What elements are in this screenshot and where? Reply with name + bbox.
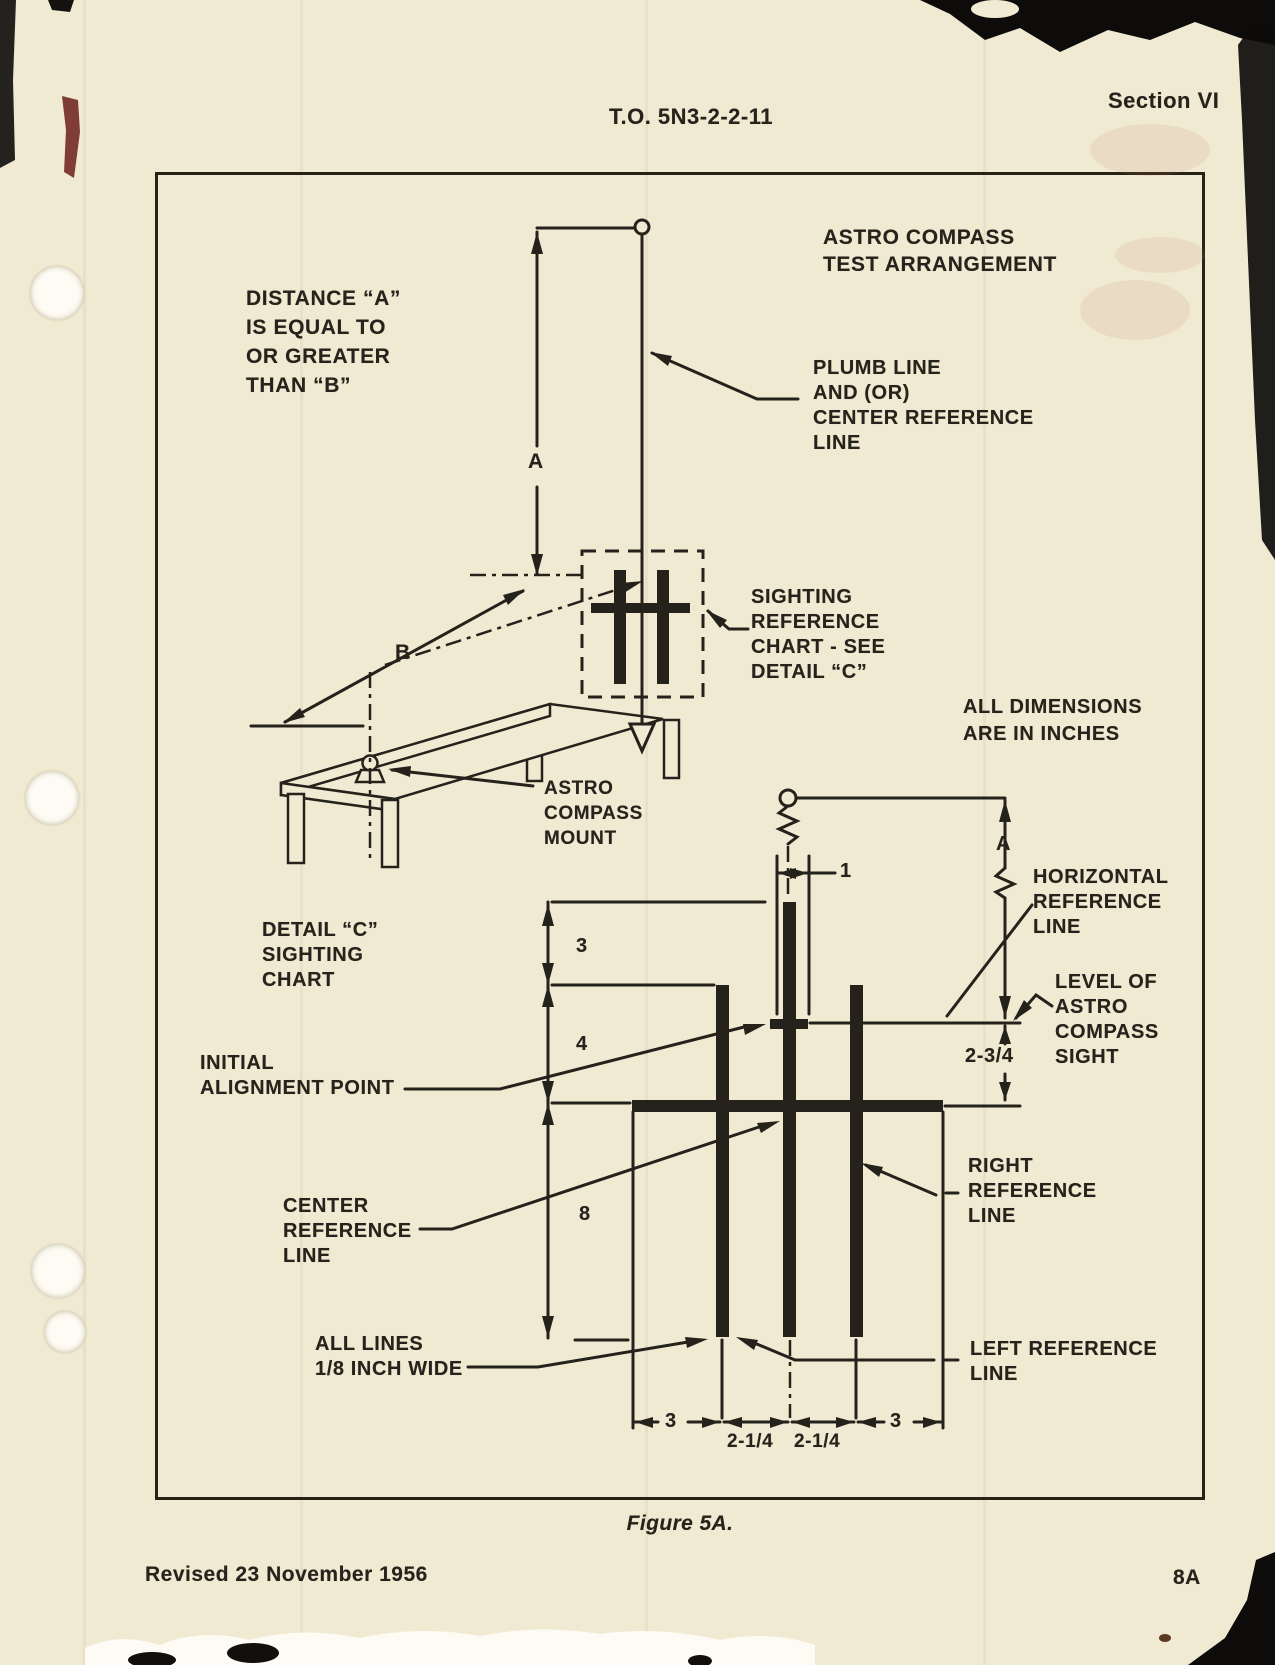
center-reference-label: CENTER REFERENCE LINE bbox=[283, 1195, 412, 1267]
level-of-sight-label: LEVEL OF ASTRO COMPASS SIGHT bbox=[1055, 971, 1159, 1068]
punch-hole bbox=[30, 266, 84, 320]
break-zigzag bbox=[992, 866, 1018, 900]
astro-compass-mount-label: ASTRO COMPASS MOUNT bbox=[544, 778, 643, 849]
break-zigzag bbox=[775, 804, 801, 846]
all-lines-label: ALL LINES 1/8 INCH WIDE bbox=[315, 1333, 463, 1380]
initial-alignment-label: INITIAL ALIGNMENT POINT bbox=[200, 1052, 395, 1099]
torn-edge-bottom bbox=[85, 1552, 1275, 1665]
table-leg bbox=[286, 792, 306, 865]
left-reference-bar bbox=[716, 985, 729, 1337]
torn-edge-top-left bbox=[0, 0, 80, 178]
dim-tab-width: 1 bbox=[840, 860, 852, 882]
sight-line bbox=[384, 584, 629, 667]
dim-four: 4 bbox=[576, 1033, 588, 1055]
figure-border bbox=[155, 172, 1205, 1500]
punch-hole bbox=[31, 1244, 85, 1298]
detail-c-label: DETAIL “C” SIGHTING CHART bbox=[262, 919, 379, 991]
left-reference-label: LEFT REFERENCE LINE bbox=[970, 1338, 1158, 1385]
center-reference-bar bbox=[783, 902, 796, 1337]
paper-crease bbox=[83, 0, 86, 1665]
all-dimensions-label: ALL DIMENSIONS ARE IN INCHES bbox=[963, 696, 1143, 745]
test-table bbox=[279, 702, 681, 869]
dim-sight-offset: 2-3/4 bbox=[965, 1045, 1014, 1067]
punch-hole bbox=[25, 771, 79, 825]
torn-edge-top-right bbox=[920, 0, 1275, 560]
horizontal-reference-label: HORIZONTAL REFERENCE LINE bbox=[1033, 866, 1169, 938]
table-leg bbox=[662, 718, 681, 780]
dim-bottom-left: 3 bbox=[665, 1410, 677, 1432]
dim-b: B bbox=[395, 641, 411, 664]
plumb-bob bbox=[627, 722, 657, 755]
revision-date: Revised 23 November 1956 bbox=[145, 1563, 428, 1586]
paper-crease bbox=[983, 0, 986, 1665]
dim-bottom-right: 3 bbox=[890, 1410, 902, 1432]
page-title: T.O. 5N3-2-2-11 bbox=[608, 104, 773, 129]
right-reference-bar bbox=[850, 985, 863, 1337]
table-leg bbox=[380, 798, 400, 869]
dim-three-top: 3 bbox=[576, 935, 588, 957]
horizontal-bar bbox=[632, 1100, 943, 1112]
dim-a-upper: A bbox=[528, 450, 544, 473]
test-arrangement-label: ASTRO COMPASS TEST ARRANGEMENT bbox=[823, 226, 1057, 276]
dim-eight: 8 bbox=[579, 1203, 591, 1225]
red-tear-mark bbox=[62, 96, 80, 178]
page-number: 8A bbox=[1173, 1566, 1201, 1589]
sighting-reference-label: SIGHTING REFERENCE CHART - SEE DETAIL “C… bbox=[751, 586, 886, 683]
right-reference-label: RIGHT REFERENCE LINE bbox=[968, 1155, 1097, 1227]
distance-note-label: DISTANCE “A” IS EQUAL TO OR GREATER THAN… bbox=[246, 287, 401, 397]
ink-bleed bbox=[1080, 124, 1210, 340]
dim-bottom-mid-left: 2-1/4 bbox=[727, 1431, 774, 1452]
dim-bottom-mid-right: 2-1/4 bbox=[794, 1431, 841, 1452]
plumb-line-label: PLUMB LINE AND (OR) CENTER REFERENCE LIN… bbox=[813, 357, 1034, 454]
dim-a-detail: A bbox=[996, 833, 1012, 855]
paper-crease bbox=[645, 0, 648, 1665]
punch-hole bbox=[44, 1311, 86, 1353]
figure-caption: Figure 5A. bbox=[626, 1512, 734, 1535]
section-heading: Section VI bbox=[1108, 88, 1220, 113]
sighting-chart-outline bbox=[580, 549, 705, 699]
dimension-lines bbox=[249, 218, 1054, 1430]
sighting-chart-bars bbox=[591, 570, 943, 1337]
arrowheads bbox=[283, 232, 1032, 1428]
alignment-crossbar bbox=[770, 1019, 808, 1029]
centerlines bbox=[368, 573, 792, 1418]
